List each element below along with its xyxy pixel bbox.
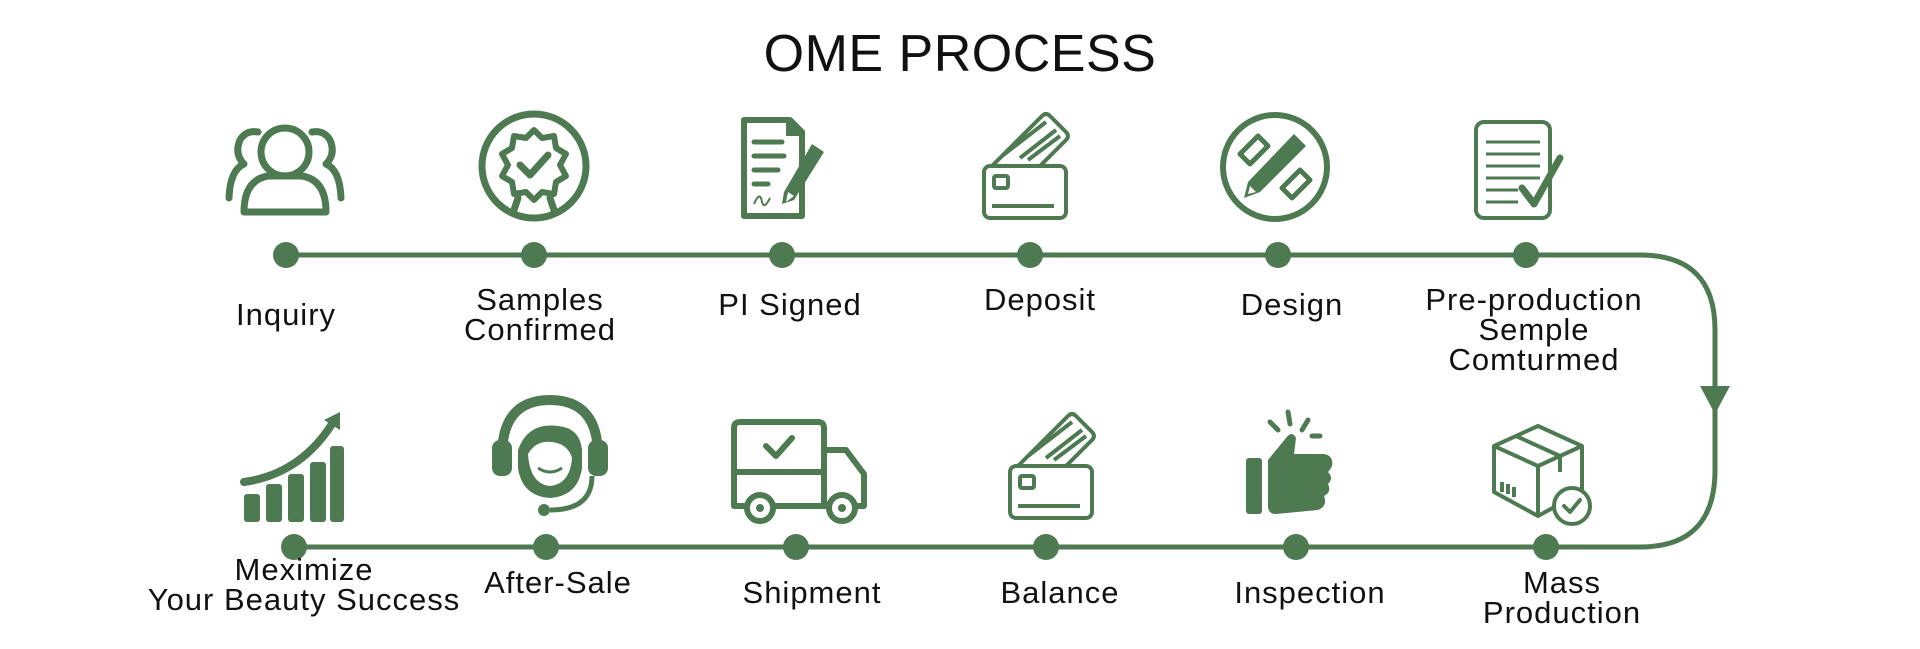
step-label: Shipment [632, 575, 992, 610]
step-label: Inspection [1130, 575, 1490, 610]
step-label-line: Design [1240, 287, 1344, 322]
pencil-design-icon [1220, 112, 1330, 222]
headset-support-icon [492, 394, 608, 516]
step-label-line: Balance [1000, 575, 1120, 610]
step-label-line: Shipment [742, 575, 882, 610]
step-dot [1265, 242, 1291, 268]
step-label-line: Deposit [983, 282, 1097, 317]
thumbs-up-icon [1246, 409, 1333, 514]
step-label-line: Your Beauty Success [147, 582, 461, 617]
step-label-line: Samples [476, 282, 604, 317]
step-label-line: Inspection [1234, 575, 1386, 610]
step-label: Design [1112, 287, 1472, 322]
growth-chart-icon [240, 412, 344, 522]
step-label: After-Sale [378, 565, 738, 600]
step-label-line: Pre-production [1425, 282, 1643, 317]
step-dot [769, 242, 795, 268]
step-label-line: Confirmed [464, 312, 616, 347]
step-label-line: PI Signed [718, 287, 862, 322]
step-dot [1533, 534, 1559, 560]
step-dot [281, 534, 307, 560]
step-label-line: After-Sale [484, 565, 632, 600]
checklist-icon [1474, 120, 1564, 220]
credit-card-icon [1008, 412, 1096, 520]
step-dot [783, 534, 809, 560]
step-dot [1033, 534, 1059, 560]
step-dot [1513, 242, 1539, 268]
step-dot [273, 242, 299, 268]
step-label-line: Production [1482, 595, 1642, 630]
step-dot [521, 242, 547, 268]
step-label-line: Inquiry [235, 297, 337, 332]
approved-badge-icon [478, 110, 590, 222]
step-label-line: Mass [1522, 565, 1602, 600]
step-label-line: Meximize [234, 552, 374, 587]
signed-document-icon [741, 117, 824, 219]
credit-card-icon [982, 112, 1070, 220]
step-dot [1283, 534, 1309, 560]
flow-arrow-down [1700, 386, 1730, 414]
step-label-line: Semple [1478, 312, 1590, 347]
users-icon [225, 124, 345, 216]
step-dot [1017, 242, 1043, 268]
step-label: Inquiry [106, 297, 466, 332]
delivery-truck-icon [731, 419, 867, 524]
package-check-icon [1492, 424, 1592, 526]
step-label-line: Comturmed [1448, 342, 1620, 377]
step-label: Balance [880, 575, 1240, 610]
step-label: PI Signed [610, 287, 970, 322]
page-title: OME PROCESS [763, 25, 1157, 83]
step-dot [533, 534, 559, 560]
step-label: Deposit [860, 282, 1220, 317]
